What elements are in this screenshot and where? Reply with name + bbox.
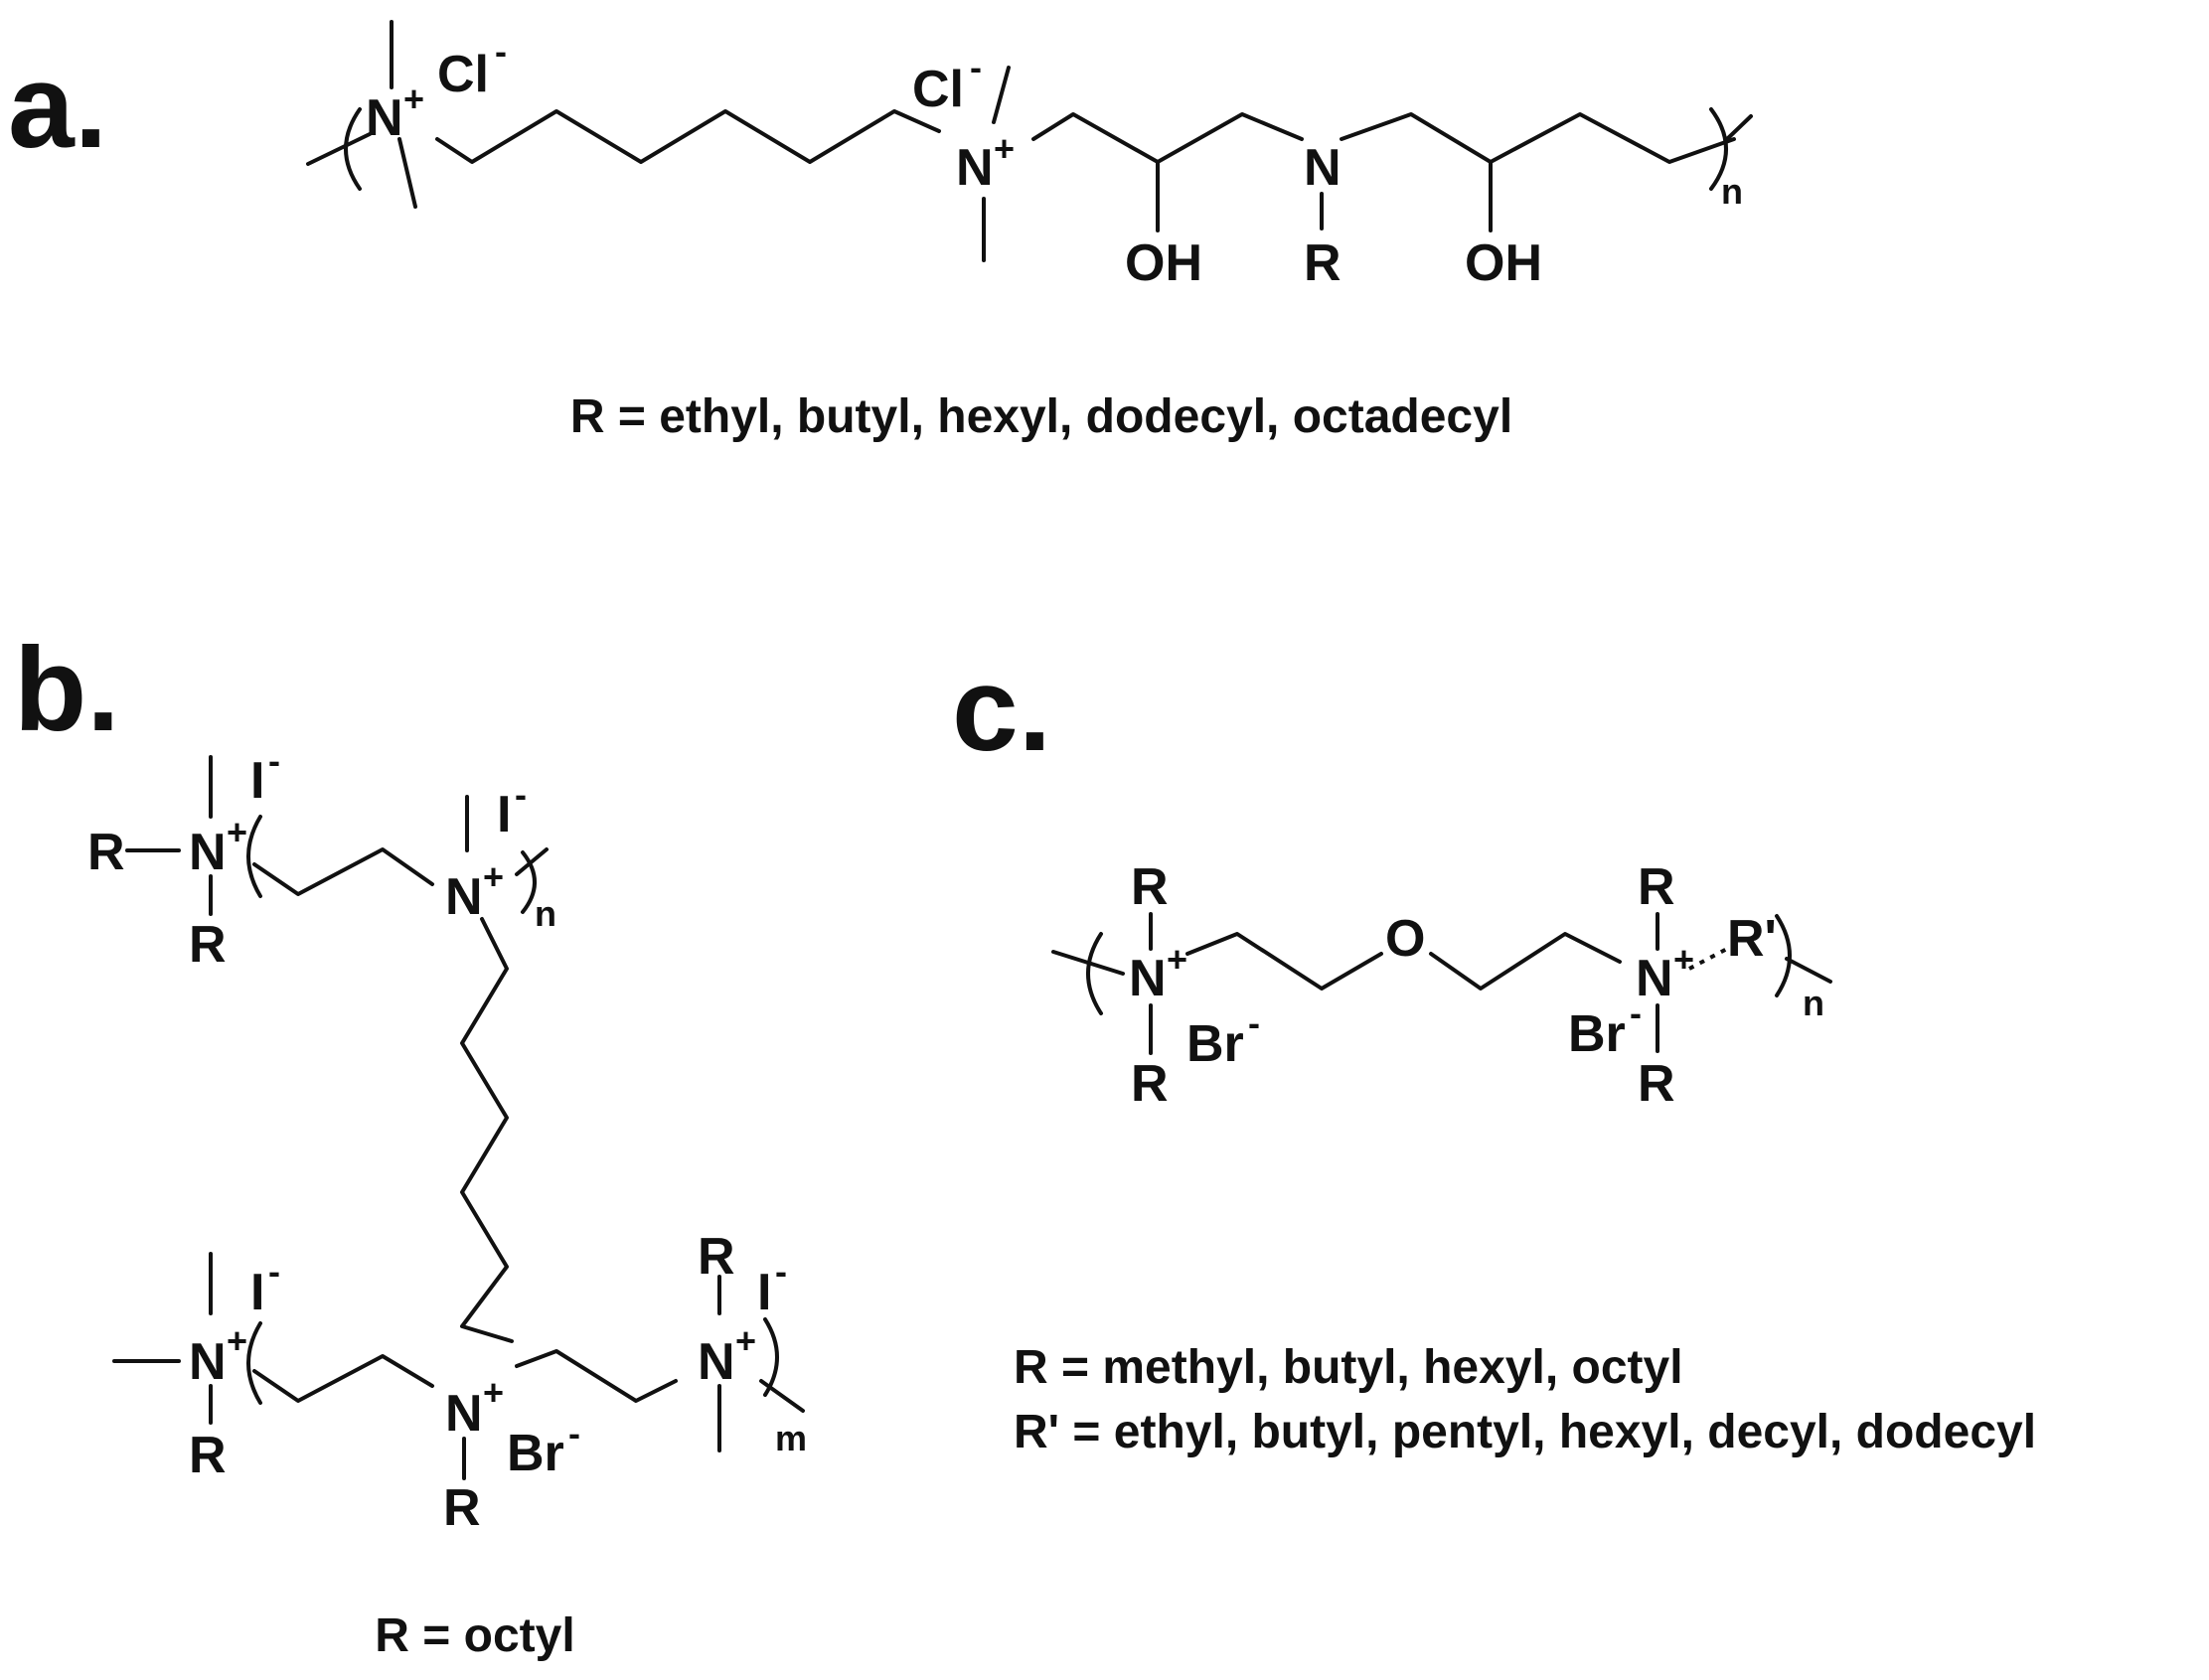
atom-i-1: I — [250, 752, 264, 810]
panel-a-bonds — [306, 20, 1753, 262]
atom-n-top-right: N — [445, 868, 483, 926]
panel-a-atoms: N + Cl - Cl - N + N R OH OH n — [366, 31, 1743, 292]
atom-r-bot-right: R — [698, 1228, 735, 1286]
atom-r-bot-left: R — [189, 1427, 227, 1484]
panel-b-label: b. — [14, 623, 120, 756]
charge-i-3: - — [268, 1251, 280, 1292]
atom-i-3: I — [250, 1264, 264, 1321]
charge-i-1: - — [268, 740, 280, 781]
panel-c: c. R N + Br - R O R N + R' Br — [952, 643, 2036, 1458]
bracket-left — [1086, 932, 1103, 1015]
bond-methyl-down — [397, 137, 417, 209]
atom-r-top-left: R — [87, 824, 125, 881]
panel-c-caption-r: R = methyl, butyl, hexyl, octyl — [1014, 1341, 1683, 1394]
charge-n2: + — [1673, 939, 1694, 980]
panel-c-atoms: R N + Br - R O R N + R' Br - R n — [1129, 858, 1824, 1113]
repeat-n: n — [1803, 983, 1824, 1023]
panel-a: a. N + Cl - C — [8, 20, 1753, 443]
atom-n-top-left: N — [189, 824, 227, 881]
bracket-top-right — [521, 850, 537, 914]
charge-n-left: + — [403, 78, 424, 119]
atom-r-bot-mid: R — [443, 1479, 481, 1537]
bond-end-left — [306, 132, 372, 166]
bond-end-left — [1051, 950, 1125, 976]
bond-backbone-1 — [1031, 112, 1304, 164]
bond-hexyl-chain — [435, 109, 941, 164]
atom-r-top-below: R — [189, 916, 227, 974]
bond-end-right — [1785, 957, 1832, 984]
charge-br: - — [568, 1413, 580, 1453]
charge-n-top-left: + — [227, 812, 247, 852]
atom-br: Br — [507, 1425, 564, 1482]
charge-n-top-right: + — [483, 856, 504, 897]
bond-ethylene-2 — [1429, 932, 1622, 991]
charge-n-bot-right: + — [735, 1320, 756, 1361]
panel-c-bonds — [1051, 912, 1832, 1055]
atom-oh-1: OH — [1125, 234, 1202, 292]
charge-cl-1: - — [495, 31, 507, 72]
atom-br2: Br — [1568, 1005, 1626, 1063]
bond-spacer-chain — [460, 917, 514, 1343]
atom-r4: R — [1638, 1055, 1675, 1113]
bracket-right — [1775, 914, 1792, 997]
atom-n-bot-right: N — [698, 1333, 735, 1391]
bond-end-right — [1725, 114, 1753, 141]
panel-b-atoms: R N + I - R N + I - n N + I - R N + Br -… — [87, 740, 807, 1537]
atom-br1: Br — [1186, 1015, 1244, 1073]
bond-end-top-right — [515, 847, 549, 876]
repeat-n: n — [1721, 171, 1743, 212]
atom-n-mid: N — [956, 139, 994, 197]
bracket-left — [344, 107, 362, 191]
panel-a-label: a. — [8, 40, 107, 173]
atom-r3: R — [1638, 858, 1675, 916]
atom-n2: N — [1636, 950, 1673, 1007]
atom-cl-1: Cl — [437, 46, 489, 103]
charge-n-bot-left: + — [227, 1320, 247, 1361]
charge-cl-2: - — [970, 47, 982, 87]
bond-ethylene-bot-2 — [515, 1349, 678, 1403]
charge-n-mid: + — [994, 128, 1015, 169]
atom-r-prime: R' — [1727, 910, 1777, 968]
bracket-bot-left — [246, 1321, 262, 1405]
atom-n-left: N — [366, 89, 403, 147]
charge-br2: - — [1630, 993, 1642, 1033]
panel-b-caption: R = octyl — [375, 1609, 574, 1662]
atom-i-4: I — [757, 1264, 771, 1321]
atom-i-2: I — [497, 786, 511, 843]
atom-oh-2: OH — [1465, 234, 1542, 292]
bond-ethylene-top — [252, 847, 434, 896]
panel-c-caption-r-prime: R' = ethyl, butyl, pentyl, hexyl, decyl,… — [1014, 1406, 2036, 1458]
atom-n-bot-mid: N — [445, 1385, 483, 1443]
bond-methyl-mid-up — [992, 66, 1011, 124]
atom-cl-2: Cl — [912, 61, 964, 118]
charge-br1: - — [1248, 1002, 1260, 1043]
charge-i-2: - — [515, 774, 527, 815]
atom-n-amine: N — [1304, 139, 1341, 197]
atom-r1: R — [1131, 858, 1169, 916]
bond-backbone-2 — [1340, 112, 1736, 164]
bond-ethylene-1 — [1185, 932, 1383, 991]
atom-n-bot-left: N — [189, 1333, 227, 1391]
bracket-right — [1709, 107, 1728, 191]
repeat-m: m — [775, 1418, 807, 1458]
panel-b-bonds — [112, 755, 805, 1480]
bond-end-bot-right — [759, 1379, 805, 1413]
charge-n1: + — [1167, 939, 1187, 980]
atom-r2: R — [1131, 1055, 1169, 1113]
bracket-top-left — [246, 815, 262, 898]
atom-o: O — [1385, 910, 1425, 968]
panel-a-caption: R = ethyl, butyl, hexyl, dodecyl, octade… — [570, 390, 1512, 443]
atom-r: R — [1304, 234, 1341, 292]
bond-r-prime-dashed — [1688, 947, 1728, 971]
panel-c-label: c. — [952, 643, 1051, 776]
atom-n1: N — [1129, 950, 1167, 1007]
panel-b: b. — [14, 623, 807, 1662]
charge-i-4: - — [775, 1251, 787, 1292]
repeat-n: n — [535, 893, 556, 934]
bond-ethylene-bot-1 — [252, 1354, 434, 1403]
charge-n-bot-mid: + — [483, 1372, 504, 1413]
